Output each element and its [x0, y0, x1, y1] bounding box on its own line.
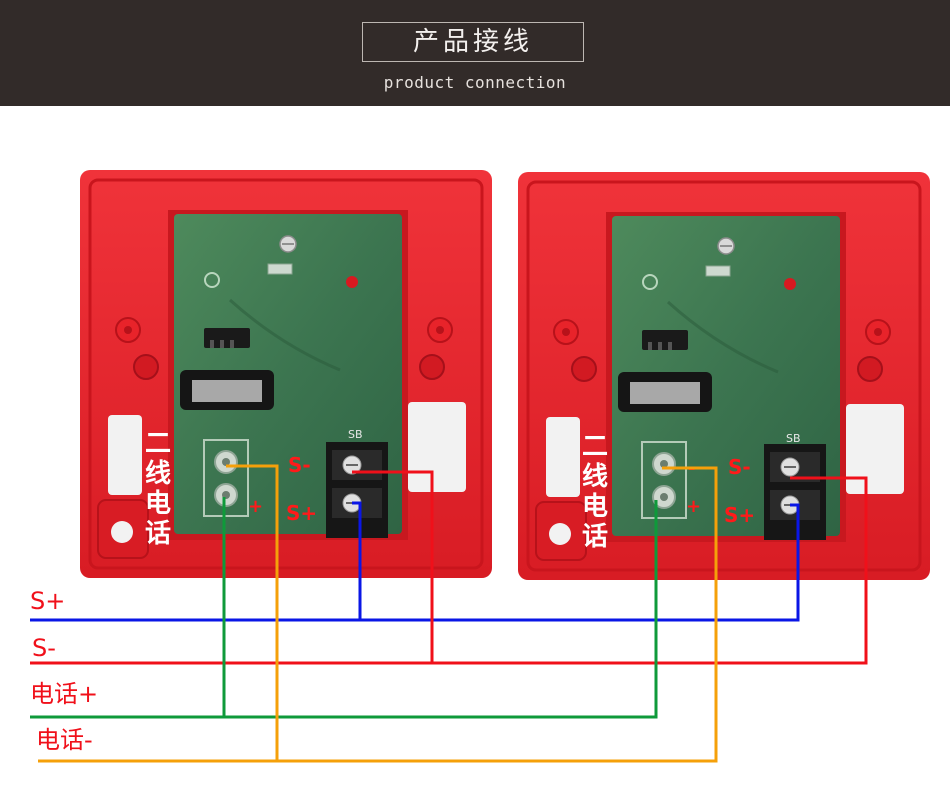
terminal-s-plus-label-right: S+ — [724, 503, 755, 527]
wire-s-plus-right — [360, 503, 800, 622]
wire-s-plus — [30, 501, 362, 622]
wire-label-phone-minus: 电话- — [36, 726, 93, 754]
header-banner: 产品接线 product connection — [0, 0, 950, 106]
terminal-sb-label-right: SB — [786, 432, 801, 445]
wire-phone-minus-right — [277, 466, 718, 763]
wire-s-minus-right — [432, 476, 868, 665]
phone-plus-mark-left: + — [248, 496, 263, 517]
terminal-sb-label-left: SB — [348, 428, 363, 441]
terminal-s-minus-label-left: S- — [288, 453, 311, 477]
wire-label-s-minus: S- — [32, 634, 56, 662]
two-wire-phone-label-left: 二 线 电 话 — [145, 429, 171, 549]
two-wire-phone-char: 线 — [582, 462, 608, 492]
two-wire-phone-char: 电 — [145, 489, 171, 519]
two-wire-phone-label-right: 二 线 电 话 — [582, 432, 608, 552]
two-wire-phone-char: 二 — [582, 432, 608, 462]
terminal-s-minus-label-right: S- — [728, 455, 751, 479]
terminal-s-plus-label-left: S+ — [286, 501, 317, 525]
wire-label-phone-plus: 电话+ — [30, 680, 98, 708]
two-wire-phone-char: 二 — [145, 429, 171, 459]
two-wire-phone-char: 话 — [582, 522, 608, 552]
wire-s-minus — [30, 470, 434, 665]
page-subtitle: product connection — [383, 73, 567, 92]
wire-phone-plus-right — [224, 500, 658, 719]
two-wire-phone-char: 电 — [582, 492, 608, 522]
wire-label-s-plus: S+ — [30, 587, 65, 615]
wire-phone-minus — [38, 464, 279, 763]
two-wire-phone-char: 线 — [145, 459, 171, 489]
phone-plus-mark-right: + — [686, 496, 701, 517]
page-title: 产品接线 — [362, 22, 584, 62]
two-wire-phone-char: 话 — [145, 519, 171, 549]
